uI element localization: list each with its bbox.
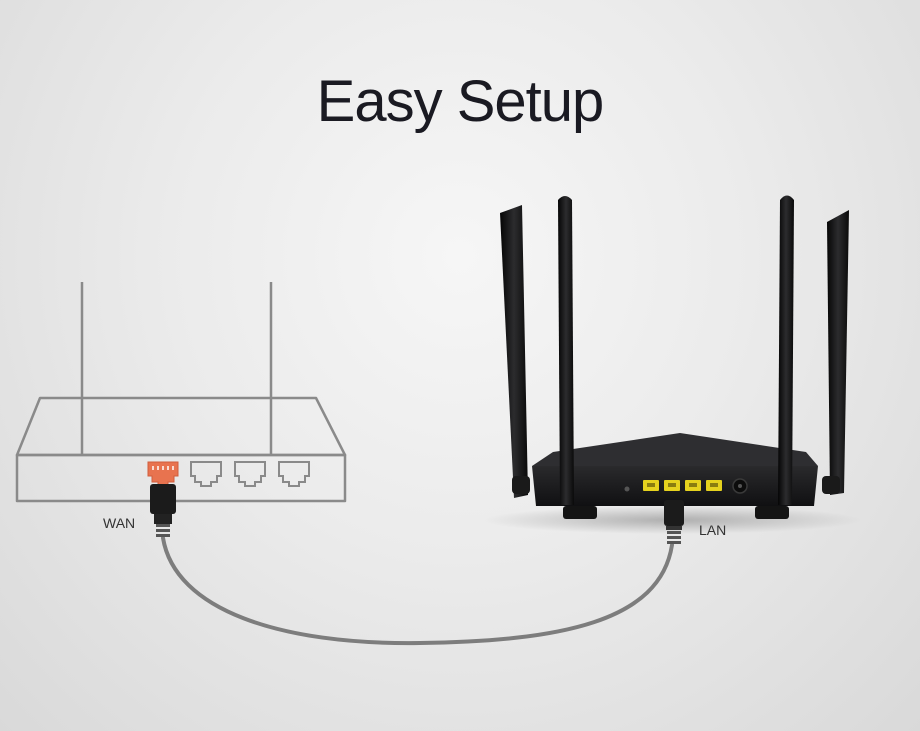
router-antenna-inner-right bbox=[778, 195, 794, 505]
wan-label: WAN bbox=[103, 515, 136, 531]
modem-lan-ports bbox=[190, 461, 310, 487]
lan-label: LAN bbox=[699, 522, 727, 538]
modem-port-2 bbox=[234, 461, 266, 487]
wan-plug bbox=[150, 484, 176, 537]
modem-port-1 bbox=[190, 461, 222, 487]
lan-plug bbox=[664, 500, 684, 544]
wan-port bbox=[147, 461, 179, 487]
ethernet-cable bbox=[161, 536, 674, 646]
modem-port-3 bbox=[278, 461, 310, 487]
router-antenna-outer-right bbox=[827, 210, 849, 495]
modem-outline bbox=[15, 282, 347, 503]
page-title: Easy Setup bbox=[316, 69, 605, 134]
router-foot-left bbox=[563, 506, 597, 519]
router-body-top bbox=[532, 433, 818, 466]
router-foot-right bbox=[755, 506, 789, 519]
modem-front-face bbox=[15, 453, 347, 503]
router-antenna-inner-left bbox=[558, 196, 574, 505]
router-lan-ports bbox=[643, 480, 722, 491]
router bbox=[500, 195, 849, 519]
modem-top-face bbox=[15, 396, 347, 457]
router-reset-button bbox=[624, 486, 630, 492]
router-antenna-outer-left bbox=[500, 205, 528, 498]
